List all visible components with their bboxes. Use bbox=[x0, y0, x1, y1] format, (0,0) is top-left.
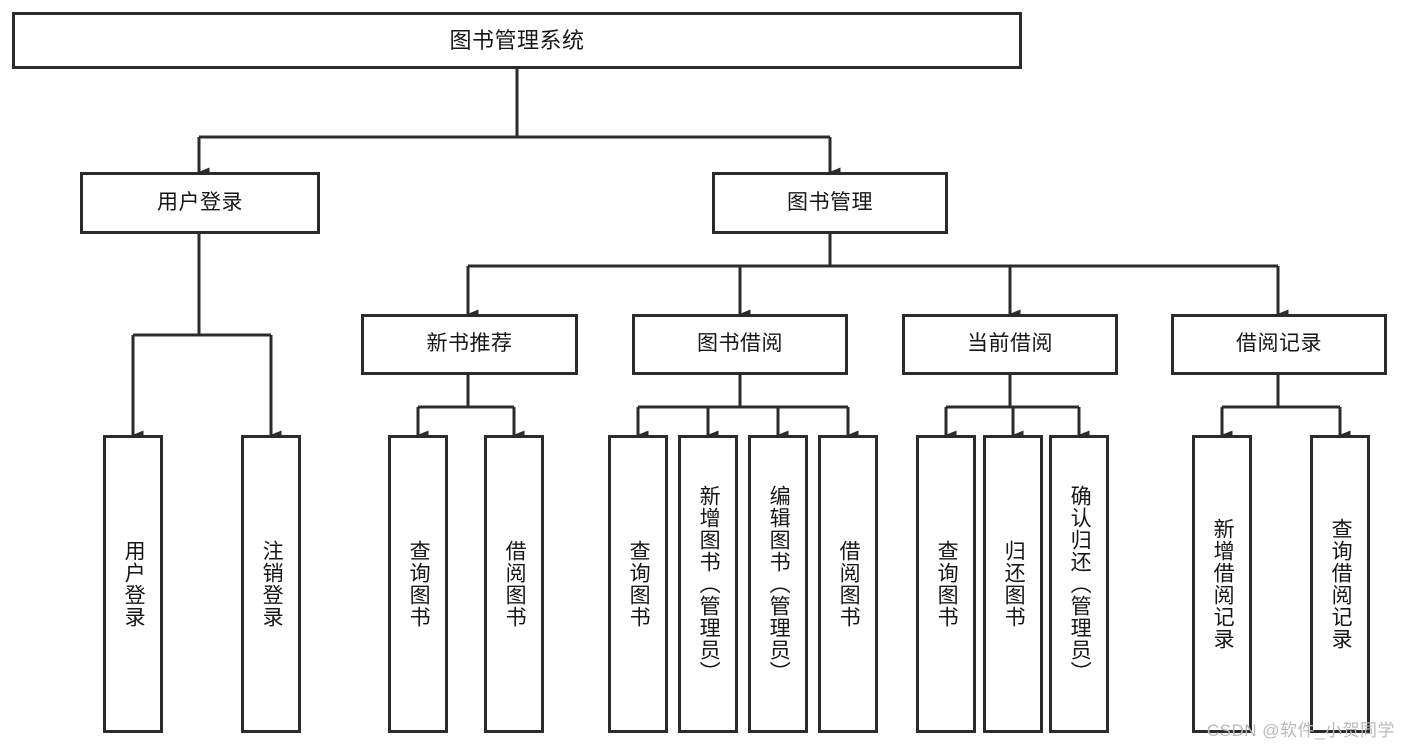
node-leaf-borrow-book-2[interactable]: 借阅图书 bbox=[818, 435, 878, 733]
node-leaf-query-book-3[interactable]: 查询图书 bbox=[916, 435, 976, 733]
node-current-borrow-label: 当前借阅 bbox=[967, 332, 1053, 356]
node-new-book-recommend-label: 新书推荐 bbox=[426, 332, 513, 356]
node-book-borrow-label: 图书借阅 bbox=[697, 332, 783, 356]
node-book-manage-label: 图书管理 bbox=[787, 190, 873, 214]
node-leaf-user-login-label: 用户登录 bbox=[122, 540, 146, 628]
node-leaf-query-book-1-label: 查询图书 bbox=[407, 540, 431, 628]
node-leaf-logout-login-label: 注销登录 bbox=[260, 540, 284, 628]
node-root-system-label: 图书管理系统 bbox=[449, 27, 585, 53]
node-leaf-query-book-2[interactable]: 查询图书 bbox=[608, 435, 668, 733]
node-leaf-add-borrow-record-label: 新增借阅记录 bbox=[1211, 518, 1235, 650]
node-leaf-user-login[interactable]: 用户登录 bbox=[103, 435, 163, 733]
node-book-manage[interactable]: 图书管理 bbox=[712, 172, 948, 234]
node-leaf-query-book-2-label: 查询图书 bbox=[627, 540, 651, 628]
node-leaf-edit-book-label: 编辑图书（管理员） bbox=[767, 485, 791, 683]
node-leaf-logout-login[interactable]: 注销登录 bbox=[241, 435, 301, 733]
node-root-system[interactable]: 图书管理系统 bbox=[12, 12, 1022, 69]
node-leaf-query-book-1[interactable]: 查询图书 bbox=[388, 435, 448, 733]
connector-lines bbox=[131, 69, 1351, 440]
node-leaf-query-book-3-label: 查询图书 bbox=[935, 540, 959, 628]
node-book-borrow[interactable]: 图书借阅 bbox=[632, 314, 848, 375]
node-leaf-query-borrow-record-label: 查询借阅记录 bbox=[1329, 518, 1353, 650]
node-leaf-add-book[interactable]: 新增图书（管理员） bbox=[678, 435, 738, 733]
node-leaf-query-borrow-record[interactable]: 查询借阅记录 bbox=[1310, 435, 1370, 733]
node-leaf-confirm-return[interactable]: 确认归还（管理员） bbox=[1049, 435, 1109, 733]
node-current-borrow[interactable]: 当前借阅 bbox=[902, 314, 1118, 375]
node-leaf-add-book-label: 新增图书（管理员） bbox=[697, 485, 721, 683]
node-leaf-return-book[interactable]: 归还图书 bbox=[983, 435, 1043, 733]
node-user-login[interactable]: 用户登录 bbox=[80, 172, 320, 234]
node-leaf-edit-book[interactable]: 编辑图书（管理员） bbox=[748, 435, 808, 733]
node-leaf-confirm-return-label: 确认归还（管理员） bbox=[1068, 485, 1092, 683]
node-leaf-borrow-book-2-label: 借阅图书 bbox=[837, 540, 861, 628]
node-user-login-label: 用户登录 bbox=[157, 190, 243, 214]
node-leaf-borrow-book-1[interactable]: 借阅图书 bbox=[484, 435, 544, 733]
node-leaf-return-book-label: 归还图书 bbox=[1002, 540, 1026, 628]
node-leaf-borrow-book-1-label: 借阅图书 bbox=[503, 540, 527, 628]
node-new-book-recommend[interactable]: 新书推荐 bbox=[361, 314, 578, 375]
watermark-label: CSDN @软件_小贺同学 bbox=[1206, 721, 1395, 740]
node-leaf-add-borrow-record[interactable]: 新增借阅记录 bbox=[1192, 435, 1252, 733]
node-borrow-record-label: 借阅记录 bbox=[1236, 332, 1322, 356]
node-borrow-record[interactable]: 借阅记录 bbox=[1171, 314, 1387, 375]
